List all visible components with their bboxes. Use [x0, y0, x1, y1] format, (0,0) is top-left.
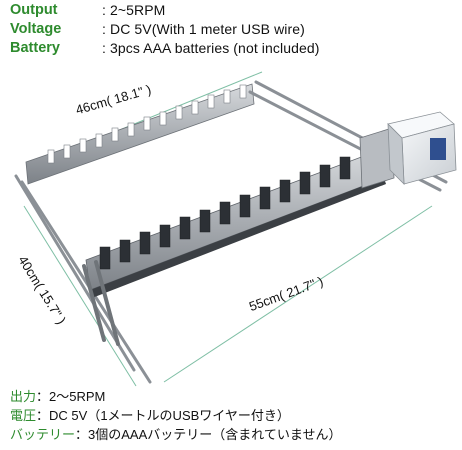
motor-box — [387, 111, 457, 186]
front-skewer-bar — [85, 149, 386, 298]
back-skewer-bar — [25, 83, 255, 185]
spec-value: DC 5V(With 1 meter USB wire) — [102, 21, 305, 37]
spec-value: 2~5RPM — [102, 2, 165, 18]
spec-label: Output — [10, 1, 58, 18]
jp-row-output: 出力：2～5RPM — [10, 389, 106, 404]
spec-row-voltage: Voltage DC 5V(With 1 meter USB wire) — [10, 19, 320, 38]
spec-label: Battery — [10, 39, 60, 56]
spec-label: Voltage — [10, 20, 62, 37]
motor-bracket — [359, 127, 395, 189]
spec-list-japanese: 出力：2～5RPM 電圧：DC 5V（1メートルのUSBワイヤー付き） バッテリ… — [10, 387, 342, 444]
spec-row-output: Output 2~5RPM — [10, 0, 320, 19]
jp-value: DC 5V（1メートルのUSBワイヤー付き） — [49, 408, 290, 423]
jp-value: 3個のAAAバッテリー（含まれていません） — [88, 427, 342, 442]
rotisserie-rack-photo — [14, 71, 457, 387]
jp-label: 電圧 — [10, 408, 37, 423]
jp-value: 2～5RPM — [49, 389, 106, 404]
jp-label: バッテリー — [10, 427, 76, 442]
spec-value: 3pcs AAA batteries (not included) — [102, 40, 320, 56]
jp-row-voltage: 電圧：DC 5V（1メートルのUSBワイヤー付き） — [10, 408, 290, 423]
jp-row-battery: バッテリー：3個のAAAバッテリー（含まれていません） — [10, 427, 342, 442]
front-legs — [82, 260, 120, 346]
spec-list-english: Output 2~5RPM Voltage DC 5V(With 1 meter… — [10, 0, 320, 57]
spec-row-battery: Battery 3pcs AAA batteries (not included… — [10, 38, 320, 57]
jp-label: 出力 — [10, 389, 37, 404]
